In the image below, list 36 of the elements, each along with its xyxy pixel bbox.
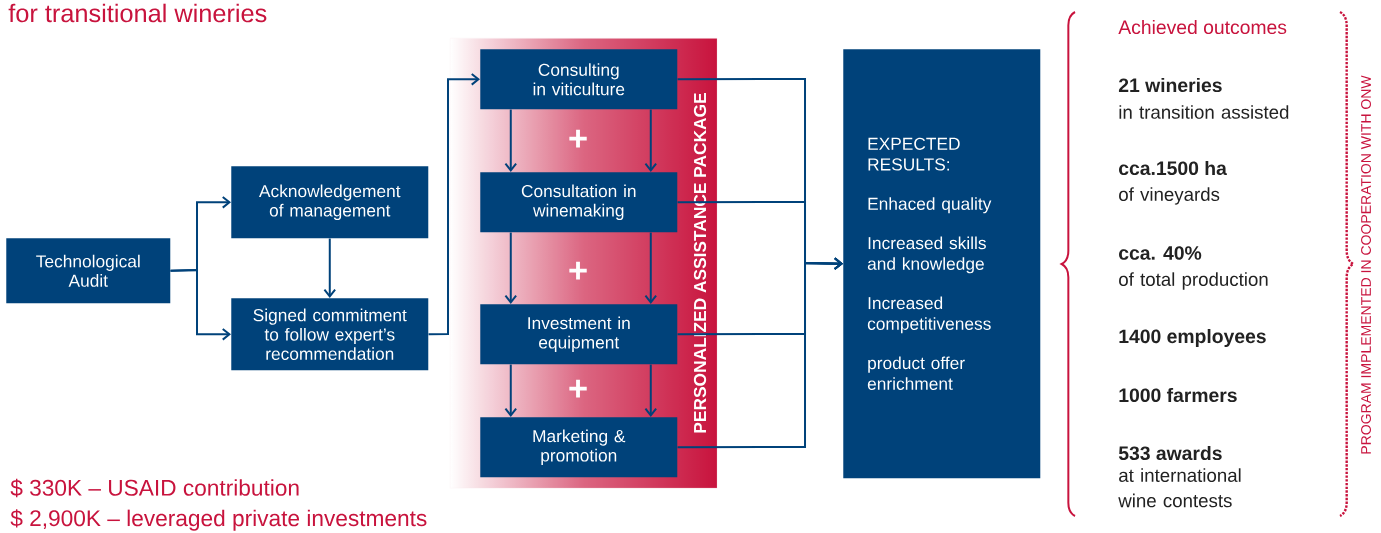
arrow <box>676 257 843 449</box>
process-box: Consulting in viticulture <box>480 49 678 110</box>
plus-sign: + <box>569 261 587 280</box>
process-box: Technological Audit <box>6 238 171 304</box>
title: for transitional wineries <box>8 3 267 23</box>
outcome-figure: cca.1500 ha <box>1119 160 1227 176</box>
outcome-figure: 1400 employees <box>1119 329 1266 347</box>
outcome-text: of total production <box>1119 272 1268 290</box>
outcome-text: in transition assisted <box>1119 105 1289 119</box>
outcome-text: of vineyards <box>1119 187 1220 205</box>
arrow <box>504 231 518 304</box>
outcomes-heading: Achieved outcomes <box>1118 19 1287 35</box>
funding-note: $ 330K – USAID contribution <box>10 478 299 498</box>
process-box: Acknowledgement of management <box>231 166 429 239</box>
plus-sign: + <box>569 379 587 398</box>
outcome-figure: 21 wineries <box>1118 77 1222 93</box>
arrow <box>169 269 231 341</box>
process-box: Signed commitment to follow expert’s recommendation <box>231 298 429 371</box>
arrow <box>644 108 658 172</box>
arrow <box>504 108 518 172</box>
arrow <box>323 237 337 298</box>
outcome-figure: cca. 40% <box>1119 246 1202 260</box>
results-box: EXPECTED RESULTS: Enhaced quality Increased skills and knowledge Increased competitiveness product offer enrichment <box>843 49 1041 479</box>
outcome-figure: 533 awards <box>1118 445 1222 461</box>
arrow <box>504 363 518 417</box>
plus-sign: + <box>569 129 587 148</box>
arrow <box>644 363 658 417</box>
process-box: Marketing & promotion <box>480 417 678 478</box>
outcome-text: at international wine contests <box>1118 468 1241 508</box>
arrow <box>427 72 480 336</box>
process-box: Consultation in winemaking <box>480 172 678 233</box>
arrow <box>644 231 658 304</box>
funding-note: $ 2,900K – leveraged private investments <box>10 509 427 531</box>
process-box: Investment in equipment <box>480 304 678 365</box>
outcome-figure: 1000 farmers <box>1119 387 1237 403</box>
side-note: PROGRAM IMPLEMENTED IN COOPERATION WITH ONW <box>1361 75 1371 454</box>
